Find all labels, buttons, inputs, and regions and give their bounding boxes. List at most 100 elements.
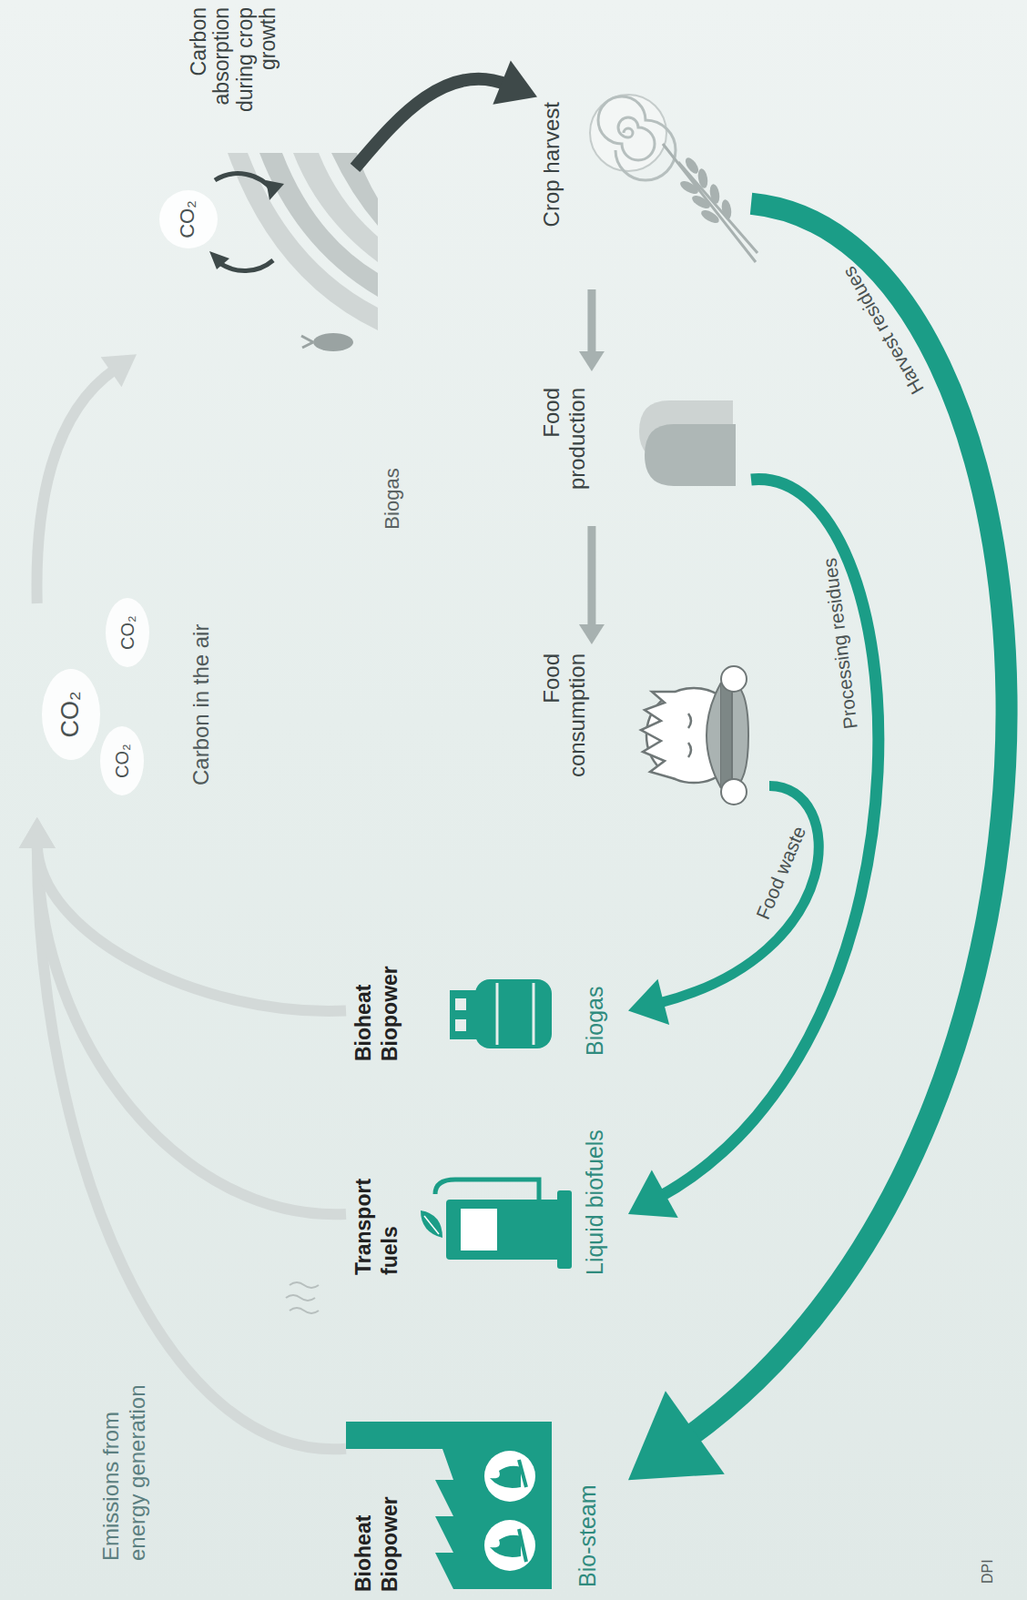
- flow-arrow: [36, 354, 137, 604]
- wheat-grain: [708, 183, 722, 204]
- stage-node: Food consumption: [537, 644, 770, 814]
- flow-line: [355, 79, 508, 169]
- flow-line: [37, 843, 346, 1450]
- flow-line: [37, 843, 346, 1012]
- flow-line: [587, 526, 596, 628]
- flow-line: [36, 369, 115, 604]
- burger-bun: [732, 682, 749, 789]
- sprout-leaf: [301, 335, 314, 348]
- arrowhead: [579, 351, 605, 372]
- steam-wisps: [285, 1282, 319, 1314]
- cycle-arrowhead: [209, 251, 230, 270]
- bread-icon: [639, 400, 736, 487]
- field-icon: [209, 152, 378, 352]
- flow-arrow: [19, 817, 346, 1012]
- stage-label: Food consumption: [538, 653, 590, 814]
- arrowhead: [19, 817, 56, 849]
- stage-sublabel: Liquid biofuels: [580, 1111, 609, 1276]
- cylinder-handle: [449, 990, 478, 1040]
- cylinder-body: [475, 979, 552, 1049]
- flow-line: [684, 203, 1007, 1441]
- stage-sublabel: Biogas: [580, 955, 609, 1057]
- stage-label: Food production: [538, 387, 590, 527]
- flow-arrow: [628, 203, 1007, 1481]
- co2-cloud: [41, 669, 101, 761]
- factory-building: [345, 1422, 552, 1590]
- wheat-stalk: [662, 143, 758, 263]
- flow-arrow: [628, 785, 819, 1026]
- pump-hose: [435, 1179, 539, 1200]
- flow-arrow: [628, 479, 879, 1220]
- sprout-icon: [313, 333, 354, 352]
- arrowhead: [628, 1391, 725, 1481]
- note-label: Emissions from energy generation: [98, 1347, 152, 1562]
- wheat-grain: [682, 155, 702, 176]
- stage-node: Crop harvest: [537, 80, 752, 290]
- text-label: CO₂: [116, 596, 139, 670]
- stage-label: Bioheat Biopower: [350, 1455, 404, 1593]
- cycle-arrow: [214, 173, 274, 192]
- bread-slice: [644, 424, 736, 487]
- hand: [721, 779, 747, 805]
- flow-arrow: [579, 289, 605, 372]
- flow-arrow: [579, 526, 605, 645]
- wheat-grain: [678, 178, 701, 197]
- field-stripe: [293, 152, 378, 263]
- hand: [721, 666, 747, 692]
- flow-arrow: [19, 817, 346, 1450]
- leaf: [420, 1210, 443, 1239]
- cycle-arrow: [218, 260, 274, 272]
- arrowhead: [19, 817, 56, 849]
- field-stripe: [259, 152, 378, 297]
- text-label: CO₂: [111, 724, 133, 798]
- flow-line: [658, 785, 819, 1004]
- wheat-grain: [696, 167, 710, 189]
- stage-node: Bioheat Biopower Bio-steam: [345, 1400, 629, 1597]
- flow-arrow: [355, 61, 538, 169]
- log: [518, 1460, 527, 1563]
- leaf-vein: [424, 1216, 439, 1235]
- stage-label: Carbon in the air: [188, 603, 215, 786]
- pump-body: [446, 1199, 563, 1261]
- factory-icon: [345, 1422, 552, 1590]
- arrowhead: [19, 817, 56, 849]
- gas-cylinder-icon: [449, 979, 552, 1049]
- cylinder-band: [497, 983, 534, 1046]
- hair: [640, 691, 676, 780]
- bale-spiral: [598, 96, 676, 181]
- stage-node: Food production: [537, 371, 752, 527]
- flow-line: [659, 479, 879, 1199]
- flow-line: [587, 289, 596, 355]
- text-label: CO₂: [175, 183, 200, 256]
- co2-cloud: [41, 190, 218, 796]
- pump-base: [557, 1190, 572, 1270]
- stage-label: Transport fuels: [350, 1148, 404, 1276]
- arrowhead: [492, 61, 538, 105]
- wheat-grain: [720, 198, 733, 220]
- stage-label: Bioheat Biopower: [350, 945, 404, 1062]
- arrowhead: [628, 1170, 679, 1220]
- harvest-icon: [589, 94, 758, 263]
- arrowhead: [101, 354, 137, 387]
- stage-node: Bioheat BiopowerBiogas: [345, 949, 629, 1068]
- arrowhead: [579, 624, 605, 645]
- text-label: CO₂: [55, 678, 85, 752]
- arrowhead: [628, 979, 670, 1026]
- stage-label: Carbon absorption during crop growth: [187, 7, 280, 158]
- pump-icon: [420, 1179, 572, 1270]
- stage-label: Crop harvest: [538, 101, 565, 235]
- stage-node: Transport fuels Liquid biofuels: [345, 1113, 629, 1282]
- wheat-grain: [690, 193, 712, 212]
- person-icon: [640, 666, 749, 805]
- wheat-grain: [699, 207, 722, 226]
- pump-window: [460, 1209, 498, 1251]
- eyes: [688, 713, 692, 758]
- text-label: Biogas: [380, 453, 405, 545]
- handle-hole: [455, 998, 467, 1011]
- flow-arrow: [19, 817, 346, 1215]
- burger-bun: [706, 682, 722, 789]
- cycle-arrowhead: [265, 180, 285, 201]
- stage-sublabel: Bio-steam: [573, 1414, 601, 1588]
